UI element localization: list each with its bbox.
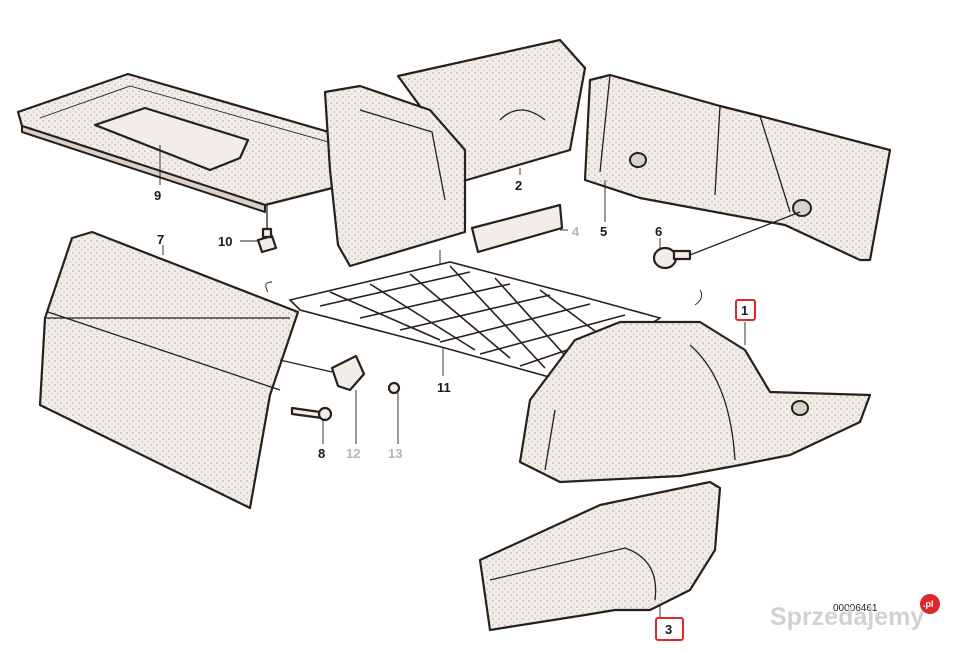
label-part-3: 3 [665,622,672,637]
label-part-4: 4 [572,224,580,239]
leader-lines [159,145,746,618]
label-part-7: 7 [157,232,164,247]
part-6-retainer [652,211,801,270]
part-10-clip [256,205,278,254]
label-part-9: 9 [154,188,161,203]
label-part-8: 8 [318,446,325,461]
label-part-1: 1 [741,303,748,318]
part-1-wheel-arch-trim [518,320,872,484]
label-part-11: 11 [437,380,451,395]
label-part-5: 5 [600,224,607,239]
label-part-13: 13 [388,446,402,461]
part-13-screw [387,381,401,395]
diagram-code: 00006461 [833,603,878,614]
part-2-side-trim [323,38,587,268]
label-part-10: 10 [218,234,232,249]
highlight-box-part-3 [655,617,684,641]
label-part-2: 2 [515,178,522,193]
watermark-badge-icon [920,594,940,614]
part-8-screw [290,406,333,422]
part-3-lower-side-trim [478,480,722,632]
watermark-logo: Sprzedajemy .pl [770,594,940,631]
part-7-partition-panel [38,230,300,510]
highlight-box-part-1 [735,299,756,321]
part-12-bracket [279,354,366,392]
label-part-6: 6 [655,224,662,239]
part-4-trim-strip [470,203,564,254]
watermark-badge-text: .pl [923,599,934,609]
part-9-trunk-floor-panel [16,72,400,213]
watermark-text: Sprzedajemy [770,603,924,631]
label-part-12: 12 [346,446,360,461]
part-5-rear-trim-panel [583,73,892,262]
